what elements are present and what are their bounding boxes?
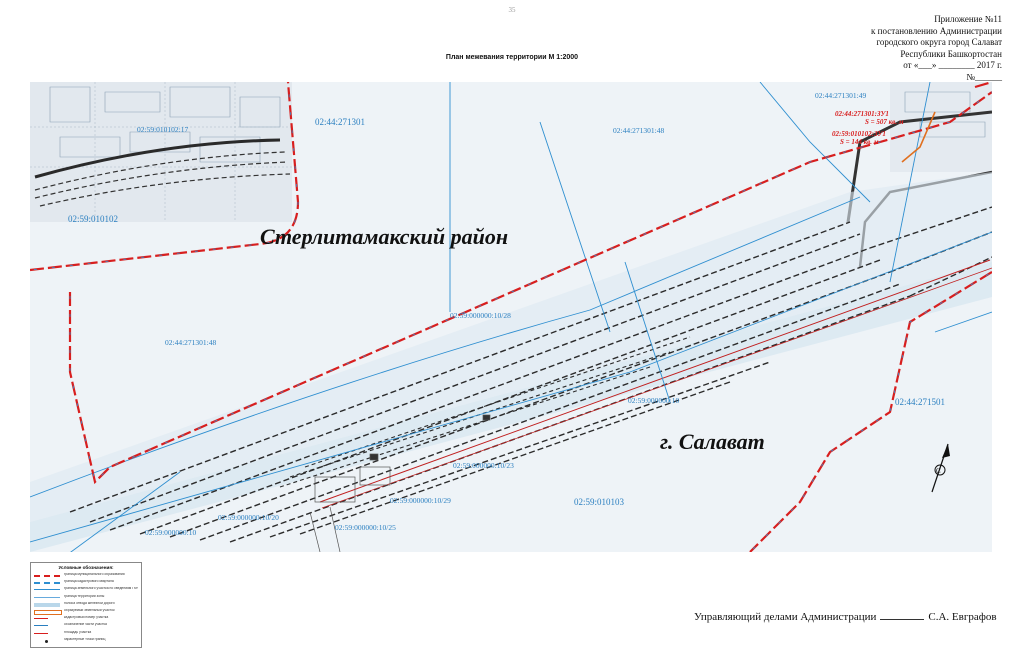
formed-parcel-area: S = 144 кв. м [840,138,879,146]
parcel-label: 02:59:000000:10 [145,528,197,537]
parcel-label: 02:59:000000:10/28 [450,311,511,320]
legend-swatch [34,582,60,585]
legend-label: граница территории зоны [64,594,105,598]
parcel-label: 02:44:271301:49 [815,91,867,100]
district-label: Стерлитамакский район [260,224,508,249]
legend-label: кадастровый номер участка [64,616,109,620]
north-arrow-icon: С [931,443,950,493]
formed-parcel-area: S = 507 кв. м [865,118,904,126]
legend-row: граница кадастрового квартала [34,580,138,587]
station-buildings [309,414,491,552]
legend-label: граница кадастрового квартала [64,580,114,584]
legend-label: площадь участка [64,630,92,634]
legend-title: Условные обозначения: [58,565,114,570]
parcel-label: 02:44:271301:48 [165,338,217,347]
appendix-line: №______ [966,71,1002,82]
legend-swatch [34,632,48,634]
municipal-boundary [30,82,992,552]
parcel-label: 02:59:010102:17 [137,125,189,134]
city-label: г. Салават [660,429,765,454]
parcel-label: 02:44:271301 [315,117,365,127]
legend-swatch [34,596,60,598]
legend-swatch [34,575,60,577]
legend-swatch [34,602,60,607]
legend-row: граница земельного участка по сведениям … [34,587,138,594]
legend-swatch [34,625,48,627]
legend-row: граница территории зоны [34,595,138,602]
legend-row: обозначение части участка [34,623,138,630]
parcel-label: 02:59:000000:10 [628,396,680,405]
signature-text: Управляющий делами Администрации [694,611,877,623]
page-number: 35 [508,6,516,14]
appendix-line: к постановлению Администрации [871,25,1002,36]
railway-corridor [30,262,992,552]
legend: Условные обозначения: граница муниципаль… [30,562,142,648]
appendix-line: Приложение №11 [934,14,1002,24]
signature-blank [880,619,925,620]
parcel-label: 02:59:000000:10/20 [218,513,279,522]
signature-name: С.А. Евграфов [928,611,997,623]
appendix-line: городского округа город Салават [876,37,1002,47]
legend-label: характерные точки границ [64,637,106,641]
legend-label: полоса отвода железной дороги [64,601,115,605]
legend-row: кадастровый номер участка [34,616,138,623]
legend-row: граница муниципального образования [34,573,138,580]
parcel-label: 02:59:000000:10/25 [335,523,396,532]
legend-label: граница муниципального образования [64,573,125,576]
formed-parcel [901,111,936,163]
appendix-line: от «___» ________ 2017 г. [903,60,1002,70]
legend-row: площадь участка [34,631,138,638]
parcel-label: 02:59:010102 [68,214,118,224]
parcel-label: 02:59:000000:10/29 [390,496,451,505]
appendix-header: Приложение №11 к постановлению Администр… [702,14,1002,83]
legend-row: характерные точки границ [34,638,138,645]
parcel-label: 02:59:010103 [574,497,625,507]
signature-line: Управляющий делами Администрации С.А. Евг… [694,611,997,623]
parcel-label: 02:44:271301:48 [613,126,665,135]
parcel-label: 02:44:271501 [895,397,945,407]
cadastral-map[interactable]: Стерлитамакский район г. Салават 02:44:2… [30,82,992,552]
parcel-label: 02:59:000000:10/23 [453,461,514,470]
legend-label: обозначение части участка [64,623,107,627]
railway-tracks [69,206,992,543]
legend-swatch [45,639,48,643]
legend-swatch [34,610,62,615]
map-title: План межевания территории М 1:2000 [445,54,579,61]
legend-row: образуемый земельный участок [34,609,138,616]
legend-row: полоса отвода железной дороги [34,602,138,609]
legend-label: граница земельного участка по сведениям … [64,587,138,591]
north-letter: С [936,467,941,475]
legend-label: образуемый земельный участок [64,609,115,612]
appendix-line: Республики Башкортостан [900,48,1002,59]
legend-swatch [34,589,60,591]
urban-block [30,82,292,222]
legend-swatch [34,618,48,620]
formed-parcel-id: 02:44:271301:ЗУ1 [835,110,889,118]
formed-parcel-id: 02:59:010102:ЗУ1 [832,130,886,138]
